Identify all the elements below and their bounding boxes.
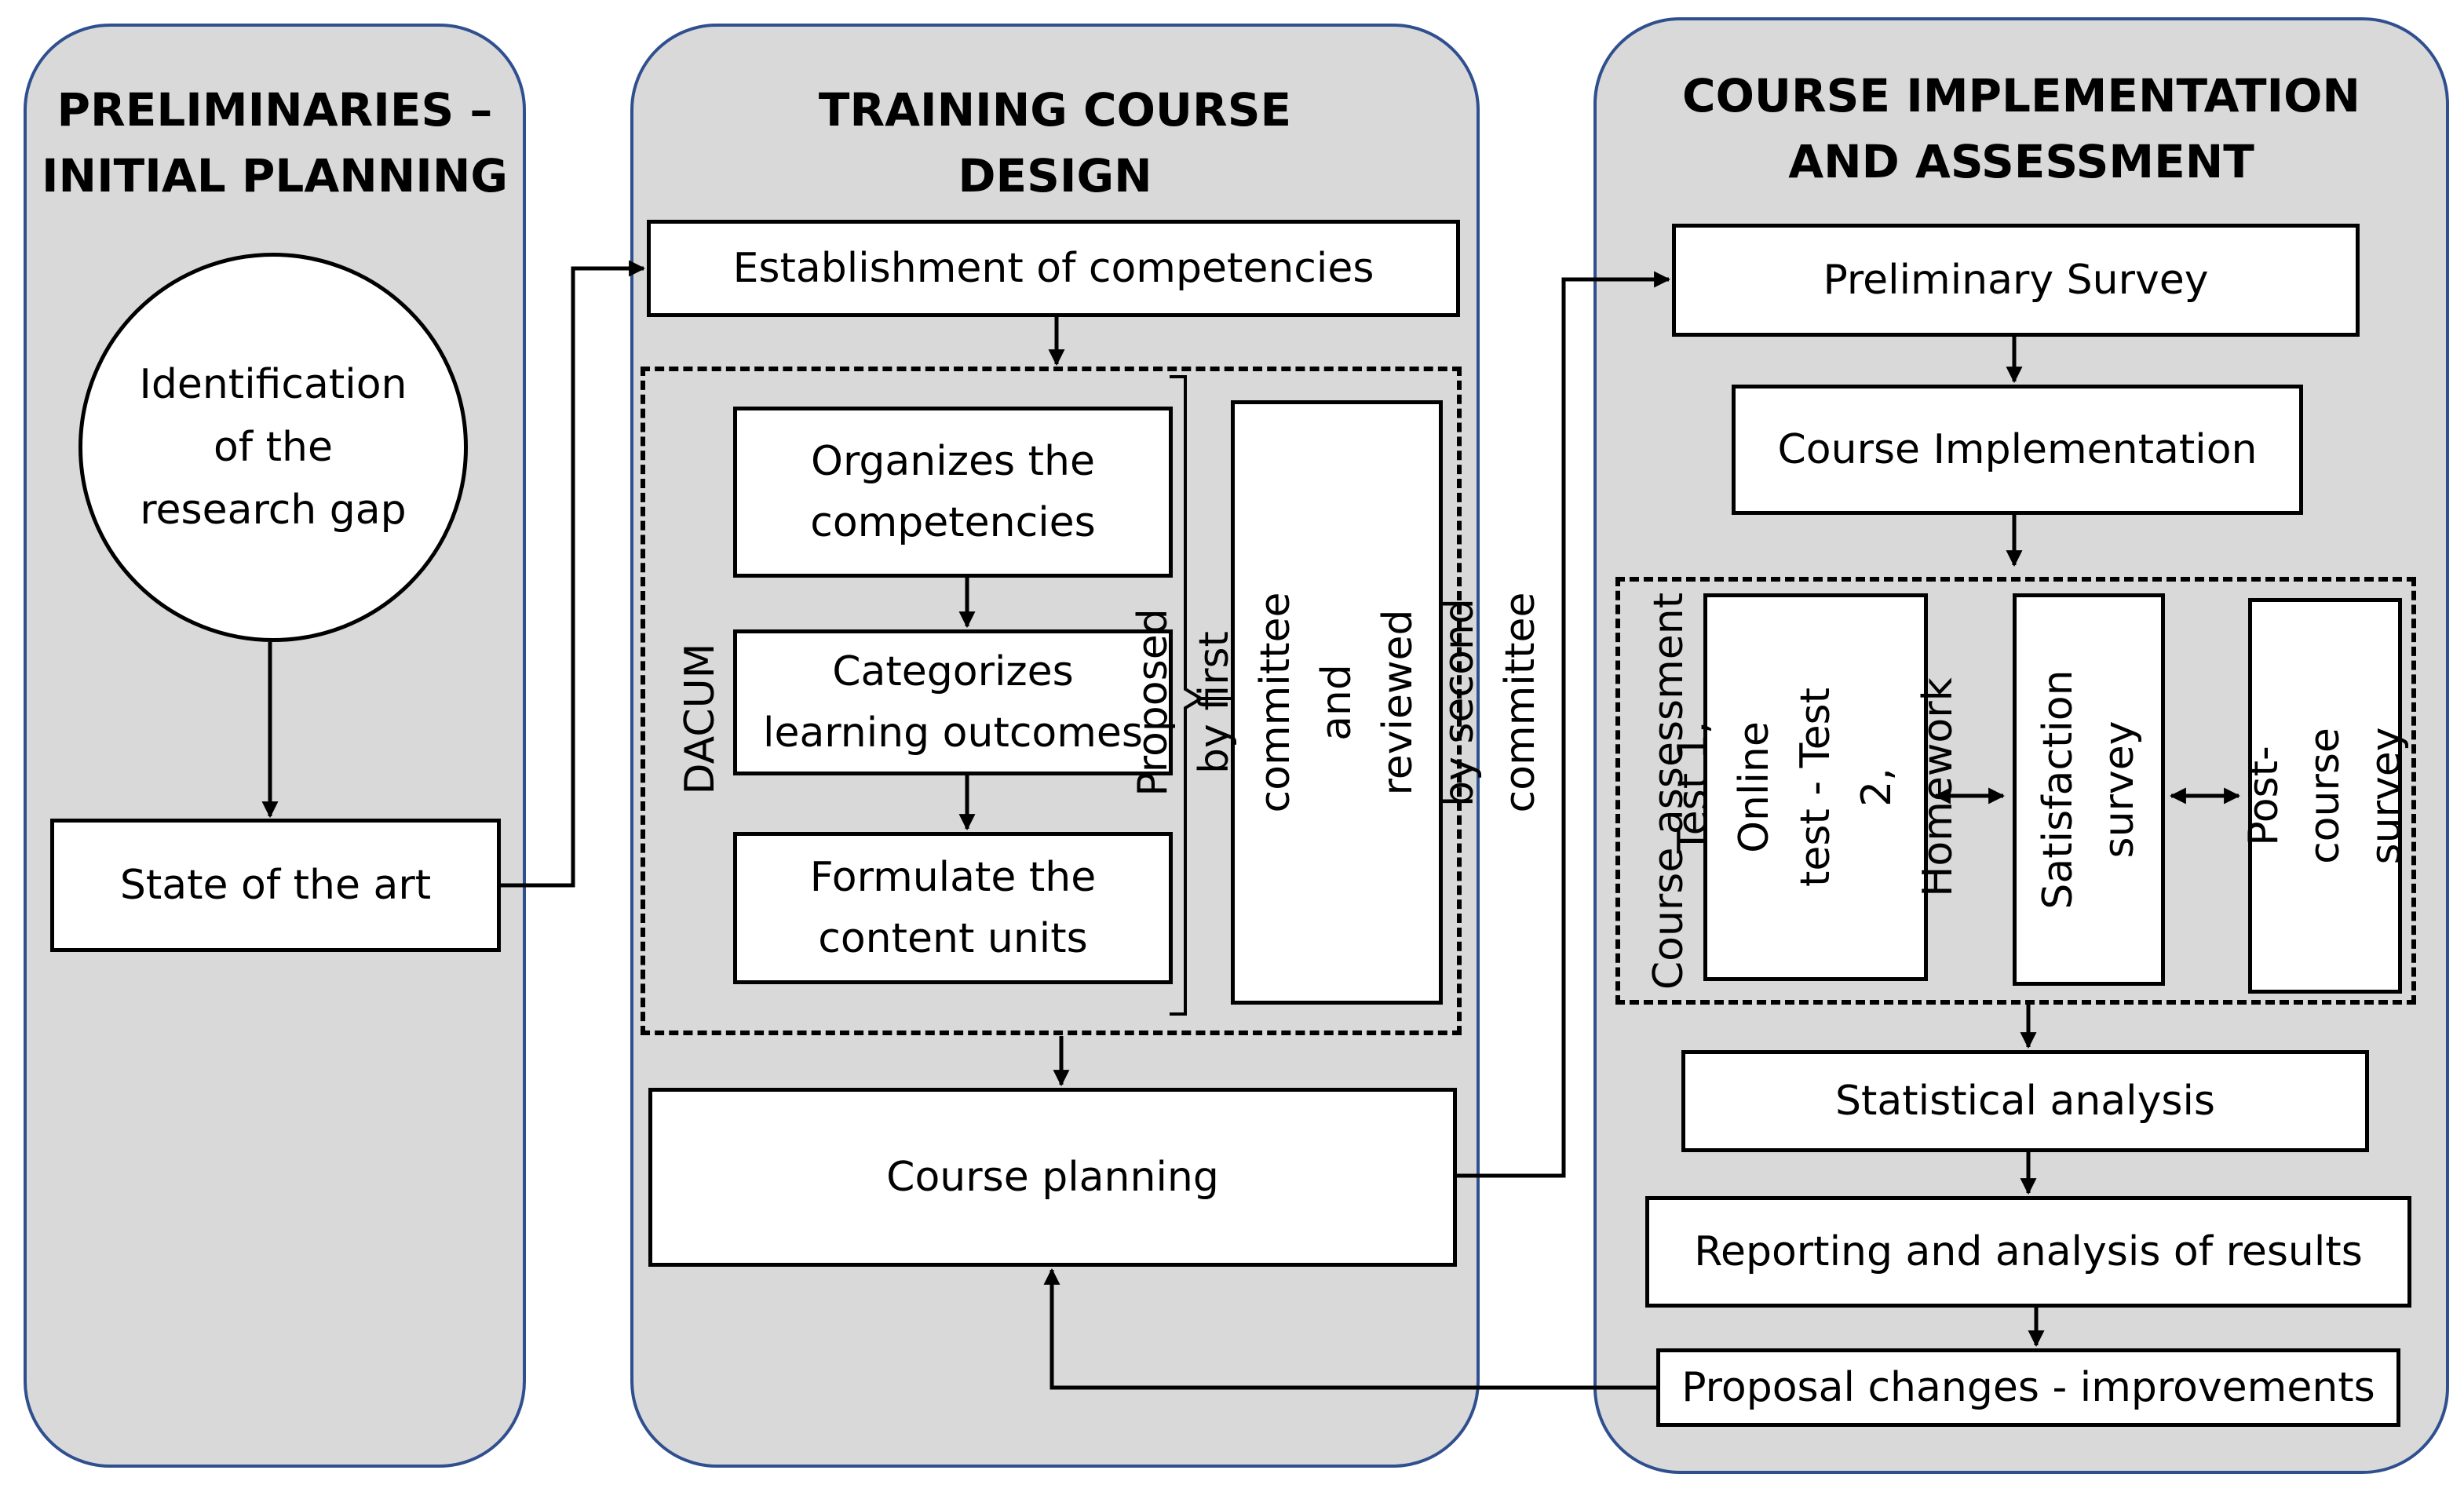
- formulate-box: Formulate the content units: [733, 832, 1173, 984]
- proposal-changes-box: Proposal changes - improvements: [1656, 1348, 2400, 1427]
- state-of-art-box: State of the art: [50, 819, 501, 952]
- arrow-state-to-establishment: [501, 260, 646, 888]
- post-course-box: Post-course survey: [2240, 598, 2410, 994]
- arrow-planning-to-survey: [1457, 271, 1671, 1178]
- dacum-brace: [1170, 375, 1204, 1016]
- preliminary-survey-box: Preliminary Survey: [1672, 224, 2360, 337]
- course-planning-box: Course planning: [648, 1088, 1457, 1267]
- tests-box: Test 1, Online test - Test 2, Homework: [1670, 593, 1962, 981]
- title-preliminaries: PRELIMINARIES – INITIAL PLANNING: [41, 83, 509, 202]
- categorizes-box: Categorizes learning outcomes: [733, 629, 1173, 775]
- arrow-proposal-to-planning: [1043, 1268, 1656, 1390]
- reporting-box: Reporting and analysis of results: [1645, 1196, 2411, 1308]
- course-implementation-box: Course Implementation: [1732, 385, 2303, 515]
- course-assessment-dashed-frame: [1615, 577, 2416, 1005]
- title-implementation-assessment: COURSE IMPLEMENTATION AND ASSESSMENT: [1682, 69, 2360, 188]
- proposed-box: Proposed by first committee and reviewed…: [1130, 400, 1544, 1005]
- statistical-analysis-box: Statistical analysis: [1681, 1050, 2369, 1152]
- establishment-box: Establishment of competencies: [647, 220, 1460, 317]
- organizes-box: Organizes the competencies: [733, 407, 1173, 578]
- satisfaction-box: Satisfaction survey: [2013, 593, 2165, 986]
- research-gap-circle: Identification of the research gap: [78, 253, 468, 642]
- dacum-dashed-frame: [641, 367, 1462, 1035]
- title-course-design: TRAINING COURSE DESIGN: [818, 83, 1292, 202]
